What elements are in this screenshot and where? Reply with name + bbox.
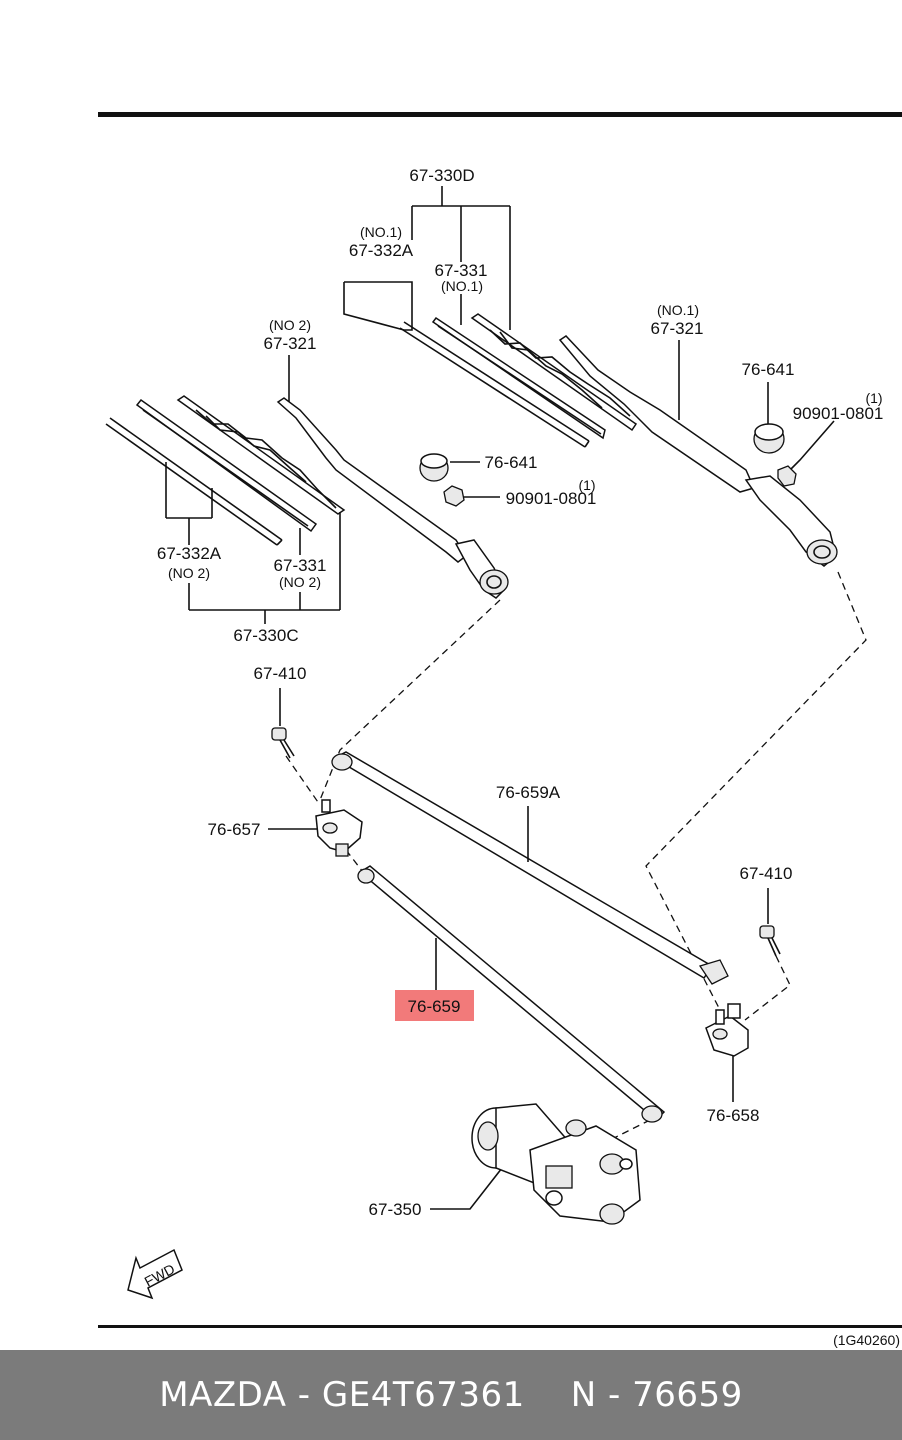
guide-line-bolt-right xyxy=(744,955,791,1021)
label-90901-mid: 90901-0801 xyxy=(506,489,597,508)
label-qty-a: (1) xyxy=(865,390,882,406)
footer-part-number: MAZDA - GE4T67361 xyxy=(159,1375,525,1415)
bolt-right xyxy=(759,888,781,957)
guide-line-left xyxy=(319,599,501,801)
nut-middle xyxy=(443,485,500,507)
label-76-641-right: 76-641 xyxy=(742,360,795,379)
pivot-76-657 xyxy=(268,799,363,857)
label-qty-b: (1) xyxy=(578,477,595,493)
nut-right xyxy=(777,420,835,487)
label-76-659: 76-659 xyxy=(408,997,461,1016)
label-67-330c: 67-330C xyxy=(233,626,298,645)
blade-assembly-no2 xyxy=(105,395,346,624)
link-rod-76-659 xyxy=(357,865,666,1123)
guide-line-right xyxy=(645,571,867,1011)
label-no1-b: (NO.1) xyxy=(441,278,483,294)
link-rod-76-659a xyxy=(331,751,729,985)
label-no2-c: (NO 2) xyxy=(279,574,321,590)
label-67-410-right: 67-410 xyxy=(740,864,793,883)
bottom-rule xyxy=(98,1325,902,1328)
fwd-arrow-icon xyxy=(127,1248,183,1300)
label-76-657: 76-657 xyxy=(208,820,261,839)
label-67-332a-bot: 67-332A xyxy=(157,544,222,563)
cap-right xyxy=(753,382,785,454)
label-67-331-top: 67-331 xyxy=(435,261,488,280)
label-67-321-right: 67-321 xyxy=(651,319,704,338)
label-67-331-bot: 67-331 xyxy=(274,556,327,575)
bolt-left xyxy=(271,688,295,759)
cap-middle xyxy=(419,453,480,482)
label-no2-b: (NO 2) xyxy=(168,565,210,581)
label-67-410-left: 67-410 xyxy=(254,664,307,683)
label-no1-c: (NO.1) xyxy=(657,302,699,318)
guide-line-bolt-left xyxy=(285,755,321,806)
label-no1-a: (NO.1) xyxy=(360,224,402,240)
label-no2-a: (NO 2) xyxy=(269,317,311,333)
label-67-332a-top: 67-332A xyxy=(349,241,414,260)
parts-diagram: 67-330D (NO.1) 67-332A 67-331 (NO.1) (NO… xyxy=(98,112,902,1348)
footer-bar: MAZDA - GE4T67361 N - 76659 xyxy=(0,1350,902,1440)
label-90901-right: 90901-0801 xyxy=(793,404,884,423)
wiper-arm-no1 xyxy=(558,335,838,567)
pivot-76-658 xyxy=(705,1003,749,1102)
top-rule xyxy=(98,112,902,117)
label-67-350: 67-350 xyxy=(369,1200,422,1219)
label-76-658: 76-658 xyxy=(707,1106,760,1125)
label-diagram-ref: (1G40260) xyxy=(833,1332,900,1348)
blade-assembly-no1 xyxy=(343,186,638,448)
wiper-motor-67-350 xyxy=(430,1103,641,1225)
label-67-330d: 67-330D xyxy=(409,166,474,185)
label-67-321-left: 67-321 xyxy=(264,334,317,353)
label-76-659a: 76-659A xyxy=(496,783,561,802)
footer-ref-number: N - 76659 xyxy=(570,1375,743,1415)
highlight-box xyxy=(395,990,474,1021)
guide-line-motor xyxy=(589,1119,651,1151)
wiper-arm-no2 xyxy=(276,355,509,599)
label-76-641-mid: 76-641 xyxy=(485,453,538,472)
